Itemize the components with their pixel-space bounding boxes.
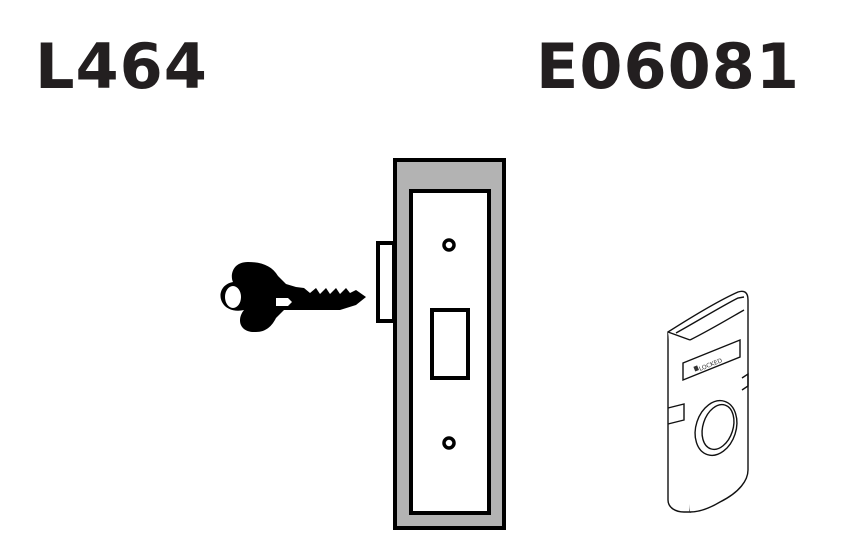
product-code-l464: L464 xyxy=(35,30,208,103)
screw-hole-bottom-icon xyxy=(442,436,456,450)
key-icon xyxy=(220,262,366,333)
mortise-lock-faceplate xyxy=(376,158,506,530)
locked-indicator-window xyxy=(682,338,741,382)
product-code-e06081: E06081 xyxy=(536,30,801,103)
bolt-opening xyxy=(430,308,470,380)
latch-tab xyxy=(376,241,396,323)
lock-icon xyxy=(693,365,699,372)
screw-hole-top-icon xyxy=(442,238,456,252)
indicator-escutcheon: LOCKED xyxy=(667,290,749,513)
